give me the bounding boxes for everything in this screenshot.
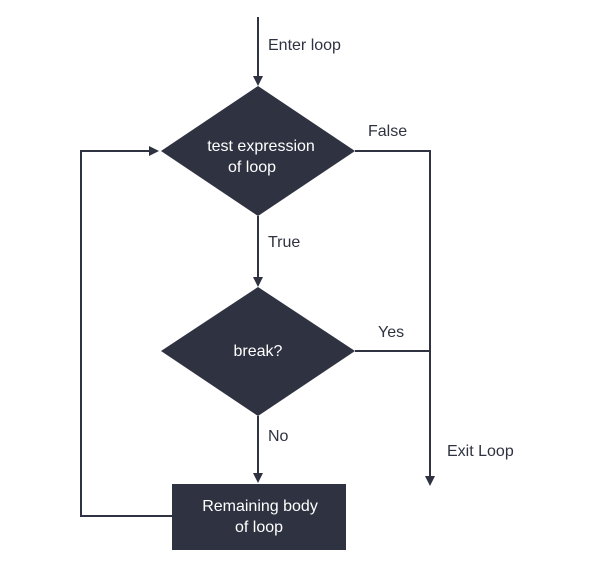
no-label: No	[268, 428, 289, 445]
test-expression-line-1: test expression	[207, 138, 315, 155]
break-diamond	[161, 287, 355, 416]
yes-label: Yes	[378, 324, 404, 341]
false-label: False	[368, 123, 407, 140]
test-expression-diamond	[161, 86, 355, 216]
test-expression-line-2: of loop	[228, 159, 276, 176]
break-label: break?	[234, 343, 283, 360]
true-label: True	[268, 234, 300, 251]
loop-back-line	[80, 146, 172, 517]
remaining-body-line-1: Remaining body	[202, 498, 318, 515]
false-exit-line	[355, 150, 435, 486]
enter-loop-label: Enter loop	[268, 37, 341, 54]
remaining-body-box	[172, 484, 346, 550]
exit-loop-label: Exit Loop	[447, 443, 514, 460]
remaining-body-line-2: of loop	[235, 519, 283, 536]
